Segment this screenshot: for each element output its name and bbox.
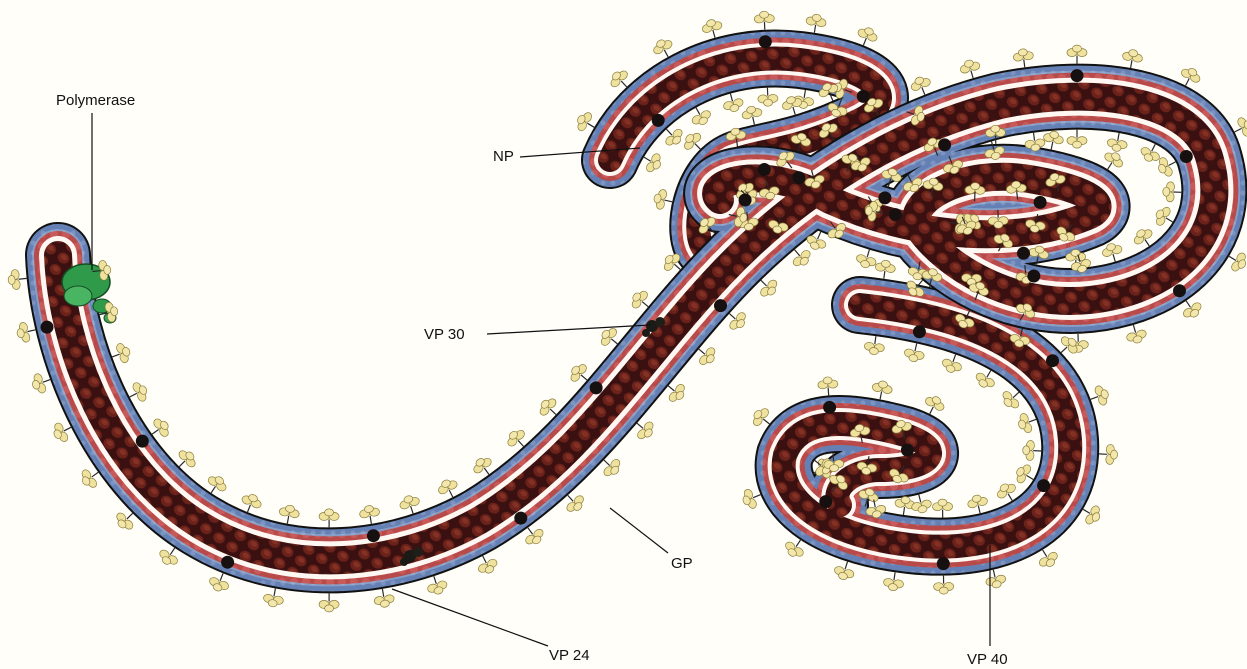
glycoprotein-spike-icon	[1121, 48, 1144, 70]
glycoprotein-spike-icon	[817, 376, 838, 396]
vp40-dot	[136, 435, 149, 448]
vp40-dot	[759, 35, 772, 48]
vp40-dot	[367, 529, 380, 542]
glycoprotein-spike-icon	[358, 504, 381, 526]
vp40-dot	[857, 90, 870, 103]
glycoprotein-spike-icon	[1041, 129, 1064, 151]
glycoprotein-spike-icon	[870, 379, 893, 401]
vp40-dot	[41, 321, 54, 334]
vp40-dot	[739, 194, 752, 207]
gp-leader	[610, 508, 668, 553]
glycoprotein-spike-icon	[805, 13, 828, 34]
vp40-dot	[1017, 247, 1030, 260]
vp40-dot	[937, 557, 950, 570]
gp-label: GP	[671, 555, 693, 572]
glycoprotein-spike-icon	[373, 587, 396, 609]
vp40-dot	[590, 381, 603, 394]
glycoprotein-spike-icon	[1106, 131, 1129, 153]
glycoprotein-spike-icon	[932, 499, 952, 518]
vp40-dot	[819, 495, 832, 508]
vp40-dot	[938, 138, 951, 151]
vp30-leader	[487, 325, 650, 334]
vp40-dot	[823, 401, 836, 414]
vp40-dot	[714, 299, 727, 312]
vp30-label: VP 30	[424, 326, 465, 343]
vp24-leader	[392, 589, 548, 646]
vp40-dot	[652, 114, 665, 127]
glycoprotein-spike-icon	[262, 587, 285, 609]
np-label: NP	[493, 148, 514, 165]
vp40-dot	[1027, 270, 1040, 283]
glycoprotein-spike-icon	[934, 575, 954, 594]
glycoprotein-spike-icon	[7, 268, 27, 290]
vp40-dot	[1173, 284, 1186, 297]
vp40-dot	[1037, 479, 1050, 492]
glycoprotein-spike-icon	[319, 593, 339, 612]
glycoprotein-spike-icon	[1099, 444, 1118, 465]
vp40-dot	[913, 325, 926, 338]
vp40-dot	[758, 163, 771, 176]
vp40-dot	[792, 171, 805, 184]
vp40-dot	[1180, 150, 1193, 163]
vp40-dot	[1071, 69, 1084, 82]
vp40-label: VP 40	[967, 651, 1008, 668]
glycoprotein-spike-icon	[757, 87, 778, 106]
glycoprotein-spike-icon	[1162, 182, 1181, 203]
glycoprotein-spike-icon	[863, 335, 885, 356]
glycoprotein-spike-icon	[1022, 440, 1041, 461]
vp40-dot	[1034, 196, 1047, 209]
vp40-dot	[889, 208, 902, 221]
vp40-dot	[901, 444, 914, 457]
glycoprotein-spike-icon	[1067, 45, 1087, 64]
vp40-dot	[878, 191, 891, 204]
vp40-dot	[221, 556, 234, 569]
glycoprotein-spike-icon	[1067, 130, 1087, 149]
glycoprotein-spike-icon	[883, 571, 905, 592]
vp40-dot	[514, 512, 527, 525]
glycoprotein-spike-icon	[874, 259, 896, 280]
glycoprotein-spike-icon	[1012, 48, 1034, 69]
glycoprotein-spike-icon	[754, 11, 775, 30]
vp40-dot	[1046, 354, 1059, 367]
polymerase-label: Polymerase	[56, 92, 135, 109]
vp24-label: VP 24	[549, 647, 590, 664]
glycoprotein-spike-icon	[319, 509, 339, 528]
glycoprotein-spike-icon	[277, 504, 300, 526]
